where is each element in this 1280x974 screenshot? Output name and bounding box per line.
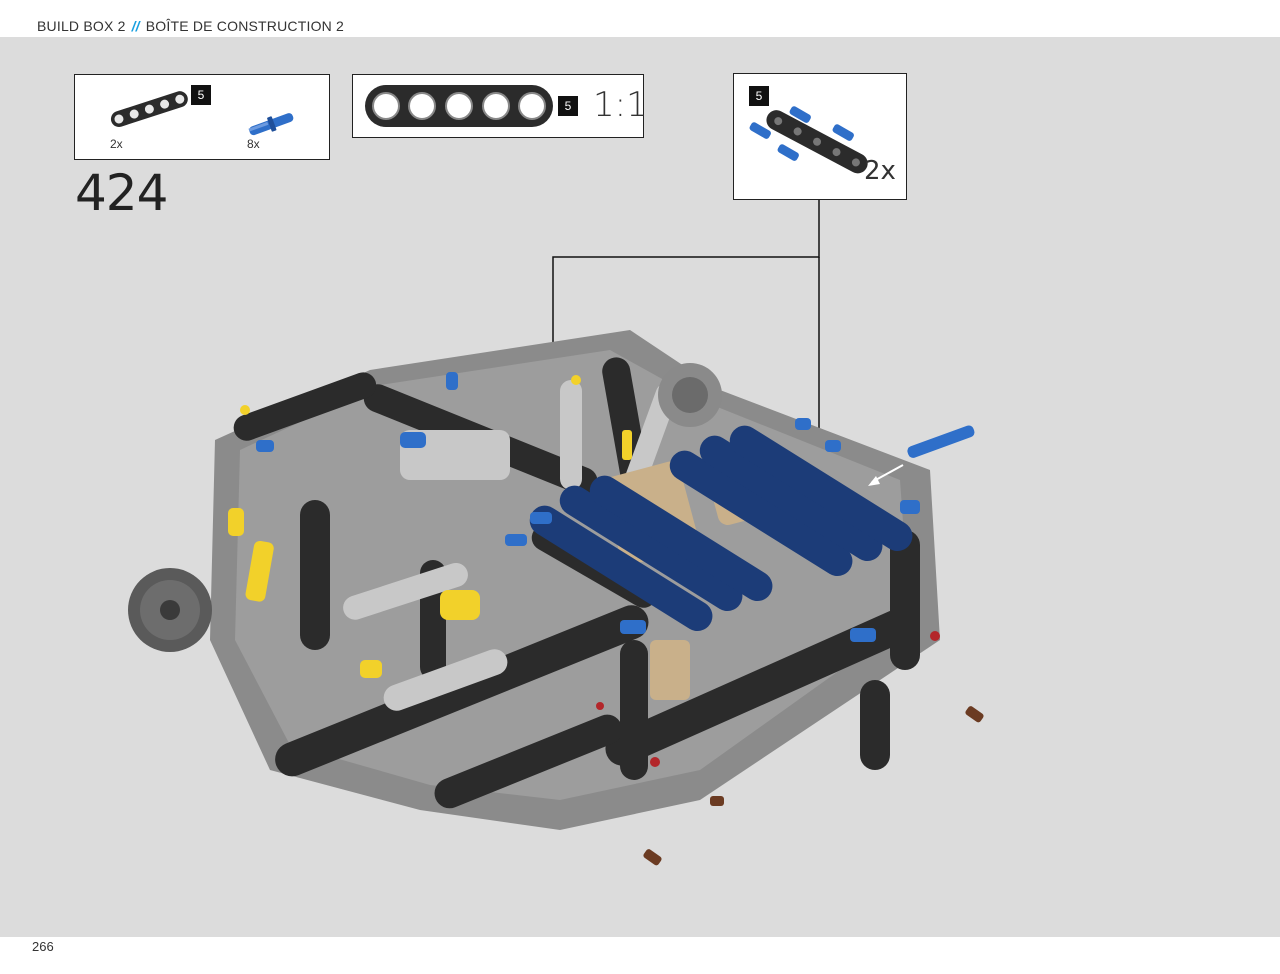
beam-5-scale-icon (365, 85, 553, 127)
beam-5-icon (110, 91, 188, 127)
step-number: 424 (75, 164, 168, 222)
blue-pin-icon (248, 113, 294, 136)
parts-list-box: 5 2x 8x (74, 74, 330, 160)
page-number: 266 (32, 939, 54, 954)
header-title-en: BUILD BOX 2 (37, 18, 126, 34)
subassembly-beam-icon (749, 106, 868, 174)
scale-box: 5 1:1 (352, 74, 648, 138)
header-title: BUILD BOX 2 // BOÎTE DE CONSTRUCTION 2 (37, 18, 344, 34)
scale-ratio: 1:1 (593, 85, 648, 125)
subassembly-badge: 5 (749, 86, 769, 106)
pin-quantity: 8x (247, 137, 260, 151)
subassembly-multiplier: 2x (864, 156, 896, 186)
scale-length-badge: 5 (558, 96, 578, 116)
header-title-fr: BOÎTE DE CONSTRUCTION 2 (145, 18, 345, 34)
header-separator: // (131, 18, 140, 34)
beam-length-badge: 5 (191, 85, 211, 105)
page-header: BUILD BOX 2 // BOÎTE DE CONSTRUCTION 2 (0, 0, 1280, 37)
beam-quantity: 2x (110, 137, 123, 151)
page-footer (0, 937, 1280, 974)
subassembly-box: 5 2x (733, 73, 907, 200)
